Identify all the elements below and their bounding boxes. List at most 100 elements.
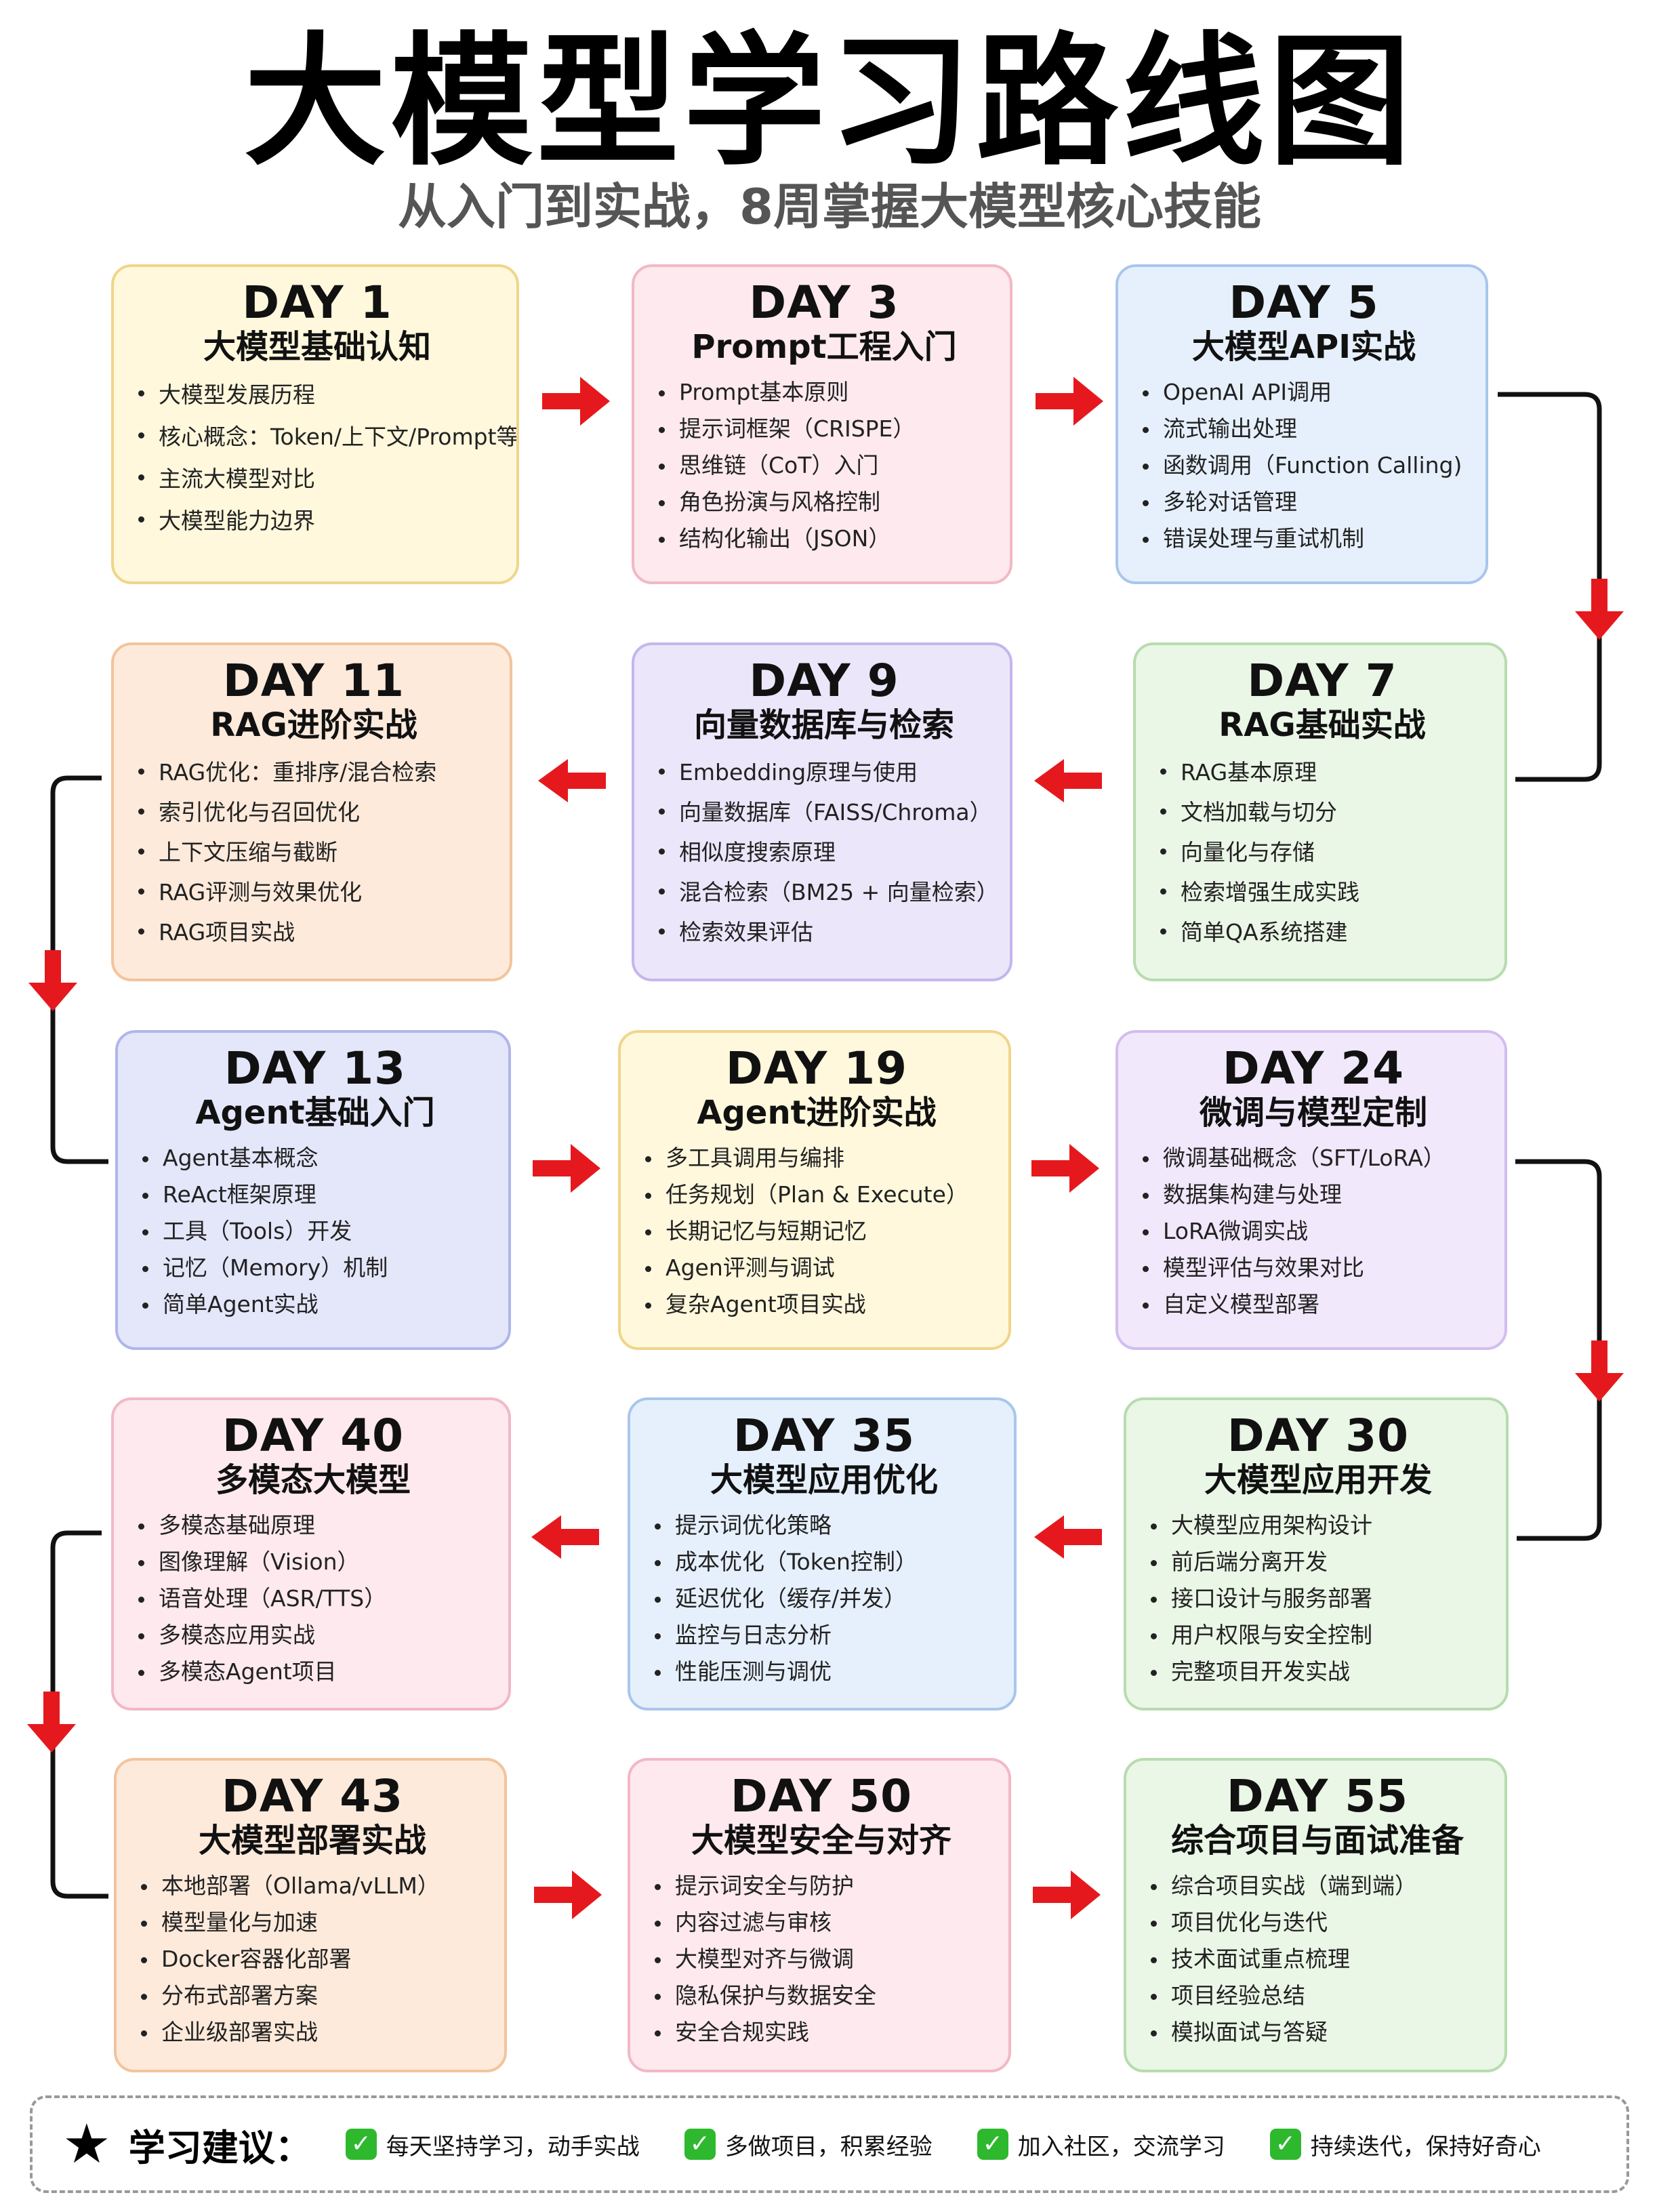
card-item: 隐私保护与数据安全	[648, 1978, 995, 2014]
card-item: 提示词框架（CRISPE）	[652, 411, 996, 447]
card-day-55: DAY 55 综合项目与面试准备 综合项目实战（端到端） 项目优化与迭代 技术面…	[1124, 1758, 1507, 2072]
tip-item: ✓ 加入社区，交流学习	[977, 2128, 1225, 2161]
card-day-30: DAY 30 大模型应用开发 大模型应用架构设计 前后端分离开发 接口设计与服务…	[1124, 1397, 1509, 1711]
card-day-label: DAY 1	[242, 276, 392, 329]
arrow-left-icon	[1034, 759, 1102, 802]
card-item: 微调基础概念（SFT/LoRA）	[1136, 1140, 1491, 1176]
card-item: 多模态基础原理	[131, 1507, 495, 1544]
card-item: 分布式部署方案	[134, 1978, 491, 2014]
tip-item: ✓ 多做项目，积累经验	[684, 2128, 933, 2161]
card-day-label: DAY 35	[733, 1410, 916, 1462]
card-item: 检索增强生成实践	[1153, 872, 1491, 912]
card-item: 多模态Agent项目	[131, 1654, 495, 1690]
card-item: 复杂Agent项目实战	[638, 1286, 995, 1323]
card-item: 图像理解（Vision）	[131, 1544, 495, 1580]
card-day-9: DAY 9 向量数据库与检索 Embedding原理与使用 向量数据库（FAIS…	[632, 642, 1012, 981]
card-item: 本地部署（Ollama/vLLM）	[134, 1868, 491, 1904]
card-item: 提示词优化策略	[648, 1507, 1000, 1544]
card-item: 向量数据库（FAISS/Chroma）	[652, 792, 996, 832]
card-item: 思维链（CoT）入门	[652, 447, 996, 484]
card-item: Agen评测与调试	[638, 1250, 995, 1286]
card-day-label: DAY 11	[222, 655, 405, 707]
card-item: 监控与日志分析	[648, 1617, 1000, 1654]
check-icon: ✓	[345, 2129, 377, 2160]
card-item: 内容过滤与审核	[648, 1904, 995, 1941]
card-item: Docker容器化部署	[134, 1941, 491, 1978]
tip-text: 持续迭代，保持好奇心	[1310, 2133, 1541, 2160]
card-item: 角色扮演与风格控制	[652, 484, 996, 520]
card-item: 多工具调用与编排	[638, 1140, 995, 1176]
card-title: 大模型应用优化	[710, 1461, 938, 1500]
card-title: 大模型基础认知	[203, 328, 431, 367]
card-day-35: DAY 35 大模型应用优化 提示词优化策略 成本优化（Token控制） 延迟优…	[628, 1397, 1017, 1711]
card-item: 完整项目开发实战	[1144, 1654, 1492, 1690]
card-day-13: DAY 13 Agent基础入门 Agent基本概念 ReAct框架原理 工具（…	[115, 1030, 511, 1350]
check-icon: ✓	[1269, 2129, 1301, 2160]
card-title: Agent基础入门	[195, 1094, 435, 1132]
card-item: 函数调用（Function Calling)	[1136, 447, 1472, 484]
card-item: 向量化与存储	[1153, 832, 1491, 872]
arrow-right-icon	[1036, 377, 1103, 426]
card-title: 多模态大模型	[215, 1461, 411, 1500]
card-item: 错误处理与重试机制	[1136, 520, 1472, 557]
card-day-label: DAY 50	[730, 1770, 913, 1822]
card-item: ReAct框架原理	[136, 1176, 495, 1213]
card-day-40: DAY 40 多模态大模型 多模态基础原理 图像理解（Vision） 语音处理（…	[111, 1397, 511, 1711]
card-item: 大模型应用架构设计	[1144, 1507, 1492, 1544]
card-day-label: DAY 5	[1229, 276, 1379, 329]
page-subtitle: 从入门到实战，8周掌握大模型核心技能	[397, 178, 1262, 235]
card-item: LoRA微调实战	[1136, 1213, 1491, 1250]
card-day-50: DAY 50 大模型安全与对齐 提示词安全与防护 内容过滤与审核 大模型对齐与微…	[628, 1758, 1011, 2072]
page-title: 大模型学习路线图	[243, 19, 1415, 185]
tip-text: 加入社区，交流学习	[1017, 2133, 1225, 2160]
card-day-label: DAY 30	[1227, 1410, 1410, 1462]
card-title: Agent进阶实战	[697, 1094, 937, 1132]
card-day-24: DAY 24 微调与模型定制 微调基础概念（SFT/LoRA） 数据集构建与处理…	[1115, 1030, 1507, 1350]
tips-label: 学习建议：	[128, 2126, 312, 2169]
card-item: 自定义模型部署	[1136, 1286, 1491, 1323]
tip-item: ✓ 每天坚持学习，动手实战	[345, 2128, 640, 2161]
star-icon: ★	[62, 2112, 111, 2175]
tip-item: ✓ 持续迭代，保持好奇心	[1269, 2128, 1541, 2161]
card-item: Embedding原理与使用	[652, 752, 996, 792]
card-day-7: DAY 7 RAG基础实战 RAG基本原理 文档加载与切分 向量化与存储 检索增…	[1133, 642, 1507, 981]
card-title: Prompt工程入门	[691, 328, 957, 367]
card-title: 向量数据库与检索	[693, 706, 954, 745]
arrow-right-icon	[1033, 1870, 1101, 1919]
card-day-3: DAY 3 Prompt工程入门 Prompt基本原则 提示词框架（CRISPE…	[632, 264, 1012, 584]
card-item: 成本优化（Token控制）	[648, 1544, 1000, 1580]
card-day-label: DAY 13	[224, 1042, 407, 1094]
card-day-1: DAY 1 大模型基础认知 大模型发展历程 核心概念：Token/上下文/Pro…	[111, 264, 519, 584]
card-day-label: DAY 3	[749, 276, 899, 329]
card-item: RAG优化：重排序/混合检索	[131, 752, 496, 792]
card-item: 多轮对话管理	[1136, 484, 1472, 520]
arrow-right-icon	[542, 377, 610, 426]
card-day-43: DAY 43 大模型部署实战 本地部署（Ollama/vLLM） 模型量化与加速…	[114, 1758, 507, 2072]
study-tips-bar: ★ 学习建议： ✓ 每天坚持学习，动手实战 ✓ 多做项目，积累经验 ✓ 加入社区…	[30, 2095, 1629, 2193]
card-day-label: DAY 9	[749, 655, 899, 707]
card-item: 接口设计与服务部署	[1144, 1580, 1492, 1617]
card-title: RAG进阶实战	[210, 706, 417, 745]
card-item: 检索效果评估	[652, 912, 996, 952]
tip-text: 每天坚持学习，动手实战	[386, 2133, 640, 2160]
arrow-right-icon	[533, 1144, 600, 1193]
card-item: 记忆（Memory）机制	[136, 1250, 495, 1286]
card-item: 安全合规实践	[648, 2014, 995, 2051]
arrow-down-icon	[28, 950, 77, 1011]
arrow-right-icon	[1031, 1144, 1099, 1193]
card-item: 模拟面试与答疑	[1144, 2014, 1491, 2051]
card-item: 混合检索（BM25 + 向量检索）	[652, 872, 999, 912]
arrow-left-icon	[1034, 1515, 1102, 1559]
card-day-19: DAY 19 Agent进阶实战 多工具调用与编排 任务规划（Plan & Ex…	[618, 1030, 1011, 1350]
arrow-down-icon	[1575, 579, 1624, 640]
card-day-label: DAY 55	[1226, 1770, 1409, 1822]
card-item: 技术面试重点梳理	[1144, 1941, 1491, 1978]
card-day-label: DAY 43	[221, 1770, 404, 1822]
card-item: 延迟优化（缓存/并发）	[648, 1580, 1000, 1617]
arrow-down-icon	[1575, 1340, 1624, 1401]
arrow-right-icon	[534, 1870, 602, 1919]
card-day-label: DAY 24	[1222, 1042, 1405, 1094]
card-item: 工具（Tools）开发	[136, 1213, 495, 1250]
check-icon: ✓	[684, 2129, 716, 2160]
